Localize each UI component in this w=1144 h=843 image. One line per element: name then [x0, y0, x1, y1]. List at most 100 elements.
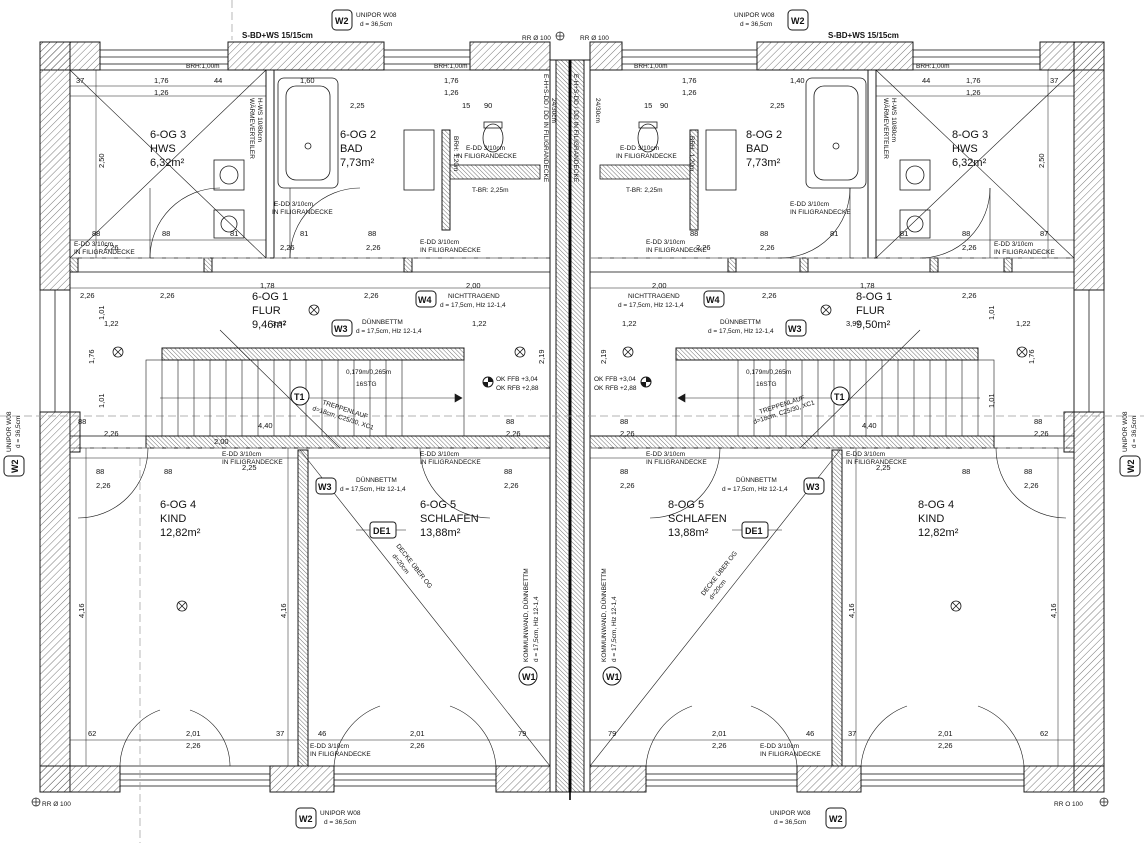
svg-text:1,76: 1,76 — [682, 76, 697, 85]
svg-text:1,01: 1,01 — [97, 305, 106, 320]
svg-text:DE1: DE1 — [745, 526, 763, 536]
svg-text:81: 81 — [300, 229, 308, 238]
wall-tag-w4-left: W4 NICHTTRAGEND d = 17,5cm, Hlz 12-1,4 — [415, 290, 506, 309]
svg-text:BRH:1,00m: BRH:1,00m — [434, 63, 468, 70]
svg-text:88: 88 — [962, 229, 970, 238]
svg-text:IN FILIGRANDECKE: IN FILIGRANDECKE — [74, 249, 135, 256]
drain-pipe-icon — [1099, 797, 1109, 807]
svg-text:W3: W3 — [788, 324, 802, 334]
svg-text:88: 88 — [368, 229, 376, 238]
svg-text:E-DD 3/10cm: E-DD 3/10cm — [74, 241, 113, 248]
ceiling-light-icon — [950, 600, 962, 612]
svg-text:2,00: 2,00 — [466, 281, 481, 290]
svg-text:1,26: 1,26 — [966, 88, 981, 97]
svg-text:0,179m/0,265m: 0,179m/0,265m — [346, 369, 391, 376]
svg-text:E-DD 3/10cm: E-DD 3/10cm — [310, 743, 349, 750]
svg-text:1,78: 1,78 — [860, 281, 875, 290]
svg-text:4,16: 4,16 — [1049, 603, 1058, 618]
svg-text:1,01: 1,01 — [97, 393, 106, 408]
svg-text:E-DD 3/10cm: E-DD 3/10cm — [760, 743, 799, 750]
svg-text:IN FILIGRANDECKE: IN FILIGRANDECKE — [646, 247, 707, 254]
svg-text:NICHTTRAGEND: NICHTTRAGEND — [448, 293, 500, 300]
svg-text:2,50: 2,50 — [1037, 153, 1046, 168]
svg-text:1,26: 1,26 — [444, 88, 459, 97]
stairs-right — [675, 359, 995, 437]
room-type: HWS — [952, 143, 978, 155]
svg-text:1,01: 1,01 — [987, 305, 996, 320]
svg-text:OK FFB +3,04: OK FFB +3,04 — [496, 376, 538, 383]
svg-text:2,25: 2,25 — [242, 463, 257, 472]
ceiling-light-icon — [514, 346, 526, 358]
svg-text:OK RFB +2,88: OK RFB +2,88 — [496, 385, 539, 392]
svg-text:E-DD 3/10cm: E-DD 3/10cm — [420, 239, 459, 246]
svg-text:2,25: 2,25 — [770, 101, 785, 110]
svg-text:46: 46 — [318, 729, 326, 738]
svg-text:OK RFB +2,88: OK RFB +2,88 — [594, 385, 637, 392]
room-area: 12,82m² — [918, 527, 959, 539]
svg-text:W2: W2 — [791, 16, 805, 26]
svg-text:d = 17,5cm, Hlz 12-1,4: d = 17,5cm, Hlz 12-1,4 — [533, 596, 540, 662]
svg-text:BRH:1,00m: BRH:1,00m — [634, 63, 668, 70]
room-type: KIND — [160, 513, 186, 525]
svg-text:62: 62 — [1040, 729, 1048, 738]
svg-text:IN FILIGRANDECKE: IN FILIGRANDECKE — [222, 459, 283, 466]
svg-text:4,16: 4,16 — [847, 603, 856, 618]
svg-text:BRH:1,00m: BRH:1,00m — [186, 63, 220, 70]
room-name: 6-OG 1 — [252, 291, 288, 303]
svg-text:4,16: 4,16 — [279, 603, 288, 618]
room-name: 8-OG 5 — [668, 499, 704, 511]
notes: S-BD+WS 15/15cm S-BD+WS 15/15cm BRH:1,00… — [42, 31, 1083, 808]
room-name: 6-OG 2 — [340, 129, 376, 141]
wall-tag-w2-side-left: W2 UNIPOR W08 d = 36,5cm — [3, 411, 25, 477]
ceiling-light-icon — [308, 304, 320, 316]
svg-text:1,22: 1,22 — [104, 319, 119, 328]
svg-text:2,50: 2,50 — [97, 153, 106, 168]
svg-text:RR O 100: RR O 100 — [1054, 801, 1083, 808]
svg-text:W1: W1 — [606, 672, 620, 682]
svg-text:d = 36,5cm: d = 36,5cm — [324, 819, 356, 826]
svg-text:E-DD 3/10cm: E-DD 3/10cm — [222, 451, 261, 458]
svg-text:KOMMUNWAND, DÜNNBETTM: KOMMUNWAND, DÜNNBETTM — [600, 568, 608, 662]
svg-text:88: 88 — [504, 467, 512, 476]
svg-text:BRH:1,00m: BRH:1,00m — [916, 63, 950, 70]
svg-text:UNIPOR W08: UNIPOR W08 — [1122, 411, 1129, 452]
svg-text:2,26: 2,26 — [1034, 429, 1049, 438]
svg-text:UNIPOR W08: UNIPOR W08 — [734, 12, 775, 19]
room-name: 8-OG 4 — [918, 499, 954, 511]
svg-text:2,01: 2,01 — [410, 729, 425, 738]
svg-text:d = 17,5cm, Hlz 12-1,4: d = 17,5cm, Hlz 12-1,4 — [708, 328, 774, 335]
svg-text:87: 87 — [1040, 229, 1048, 238]
room-type: SCHLAFEN — [668, 513, 727, 525]
svg-text:2,26: 2,26 — [186, 741, 201, 750]
room-name: 6-OG 4 — [160, 499, 196, 511]
svg-text:E-DD 3/10cm: E-DD 3/10cm — [994, 241, 1033, 248]
svg-text:IN FILIGRANDECKE: IN FILIGRANDECKE — [646, 459, 707, 466]
svg-text:2,26: 2,26 — [962, 243, 977, 252]
svg-text:4,40: 4,40 — [258, 421, 273, 430]
svg-text:81: 81 — [230, 229, 238, 238]
dimension-lines — [70, 70, 1074, 766]
svg-text:15: 15 — [644, 101, 652, 110]
room-area: 9,46m² — [252, 319, 287, 331]
wall-tag-w3-right-top: W3 DÜNNBETTM d = 17,5cm, Hlz 12-1,4 — [708, 318, 807, 337]
svg-text:90: 90 — [660, 101, 668, 110]
wall-tag-w4-right: W4 NICHTTRAGEND d = 17,5cm, Hlz 12-1,4 — [618, 290, 725, 309]
room-name: 8-OG 3 — [952, 129, 988, 141]
svg-text:2,01: 2,01 — [712, 729, 727, 738]
drain-pipe-icon — [555, 31, 565, 41]
svg-text:IN FILIGRANDECKE: IN FILIGRANDECKE — [456, 153, 517, 160]
svg-text:WÄRMEVERTEILER: WÄRMEVERTEILER — [248, 98, 256, 159]
room-type: HWS — [150, 143, 176, 155]
room-area: 13,88m² — [668, 527, 709, 539]
room-area: 13,88m² — [420, 527, 461, 539]
room-area: 7,73m² — [340, 157, 375, 169]
svg-text:BRH: 1,20m: BRH: 1,20m — [452, 136, 459, 171]
bathtub-right — [805, 77, 867, 189]
fixtures — [213, 121, 931, 239]
svg-text:E-DD 3/10cm: E-DD 3/10cm — [846, 451, 885, 458]
svg-text:E-DD 3/10cm: E-DD 3/10cm — [420, 451, 459, 458]
svg-text:W3: W3 — [334, 324, 348, 334]
svg-text:46: 46 — [806, 729, 814, 738]
svg-text:88: 88 — [1024, 467, 1032, 476]
